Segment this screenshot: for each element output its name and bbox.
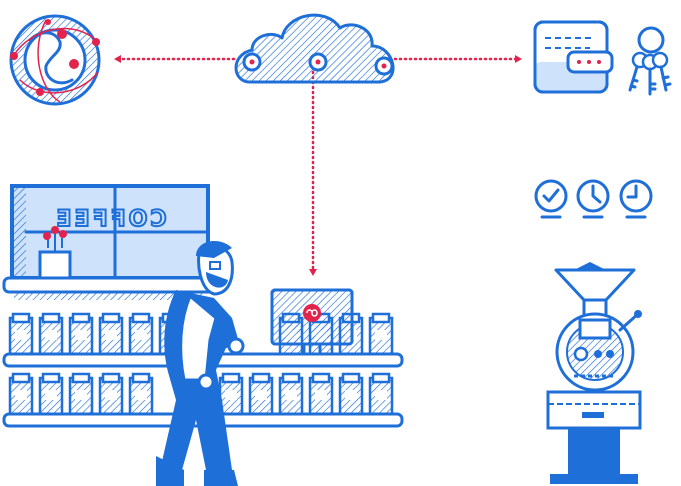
coffee-bag — [310, 374, 332, 414]
coffee-roaster-icon — [548, 262, 642, 484]
coffee-bag — [220, 374, 242, 414]
coffee-bag — [280, 374, 302, 414]
globe-icon — [10, 16, 100, 104]
clock-icon-1 — [536, 181, 566, 217]
coffee-bag — [250, 374, 272, 414]
window-sign: COFFEE — [54, 207, 167, 232]
keys-icon — [630, 28, 670, 94]
coffee-bag — [10, 374, 32, 414]
coffee-bag — [130, 374, 152, 414]
coffee-bag — [40, 374, 62, 414]
wallet-icon — [535, 22, 612, 92]
coffee-bag — [100, 314, 122, 354]
coffee-bag — [100, 374, 122, 414]
coffee-bag — [70, 374, 92, 414]
coffee-bag — [370, 314, 392, 354]
coffee-bag — [70, 314, 92, 354]
flower-pot — [40, 226, 70, 278]
coffee-bag — [40, 314, 62, 354]
coffee-bag — [370, 374, 392, 414]
window-counter — [4, 278, 214, 292]
clock-icon-3 — [621, 181, 651, 217]
cloud-icon — [236, 15, 393, 82]
coffee-bag — [10, 314, 32, 354]
coffee-bag — [340, 374, 362, 414]
monitor-icon — [272, 290, 352, 354]
storefront-window: COFFEE — [12, 186, 208, 278]
coffee-bag — [130, 314, 152, 354]
clock-icon-2 — [578, 181, 608, 217]
